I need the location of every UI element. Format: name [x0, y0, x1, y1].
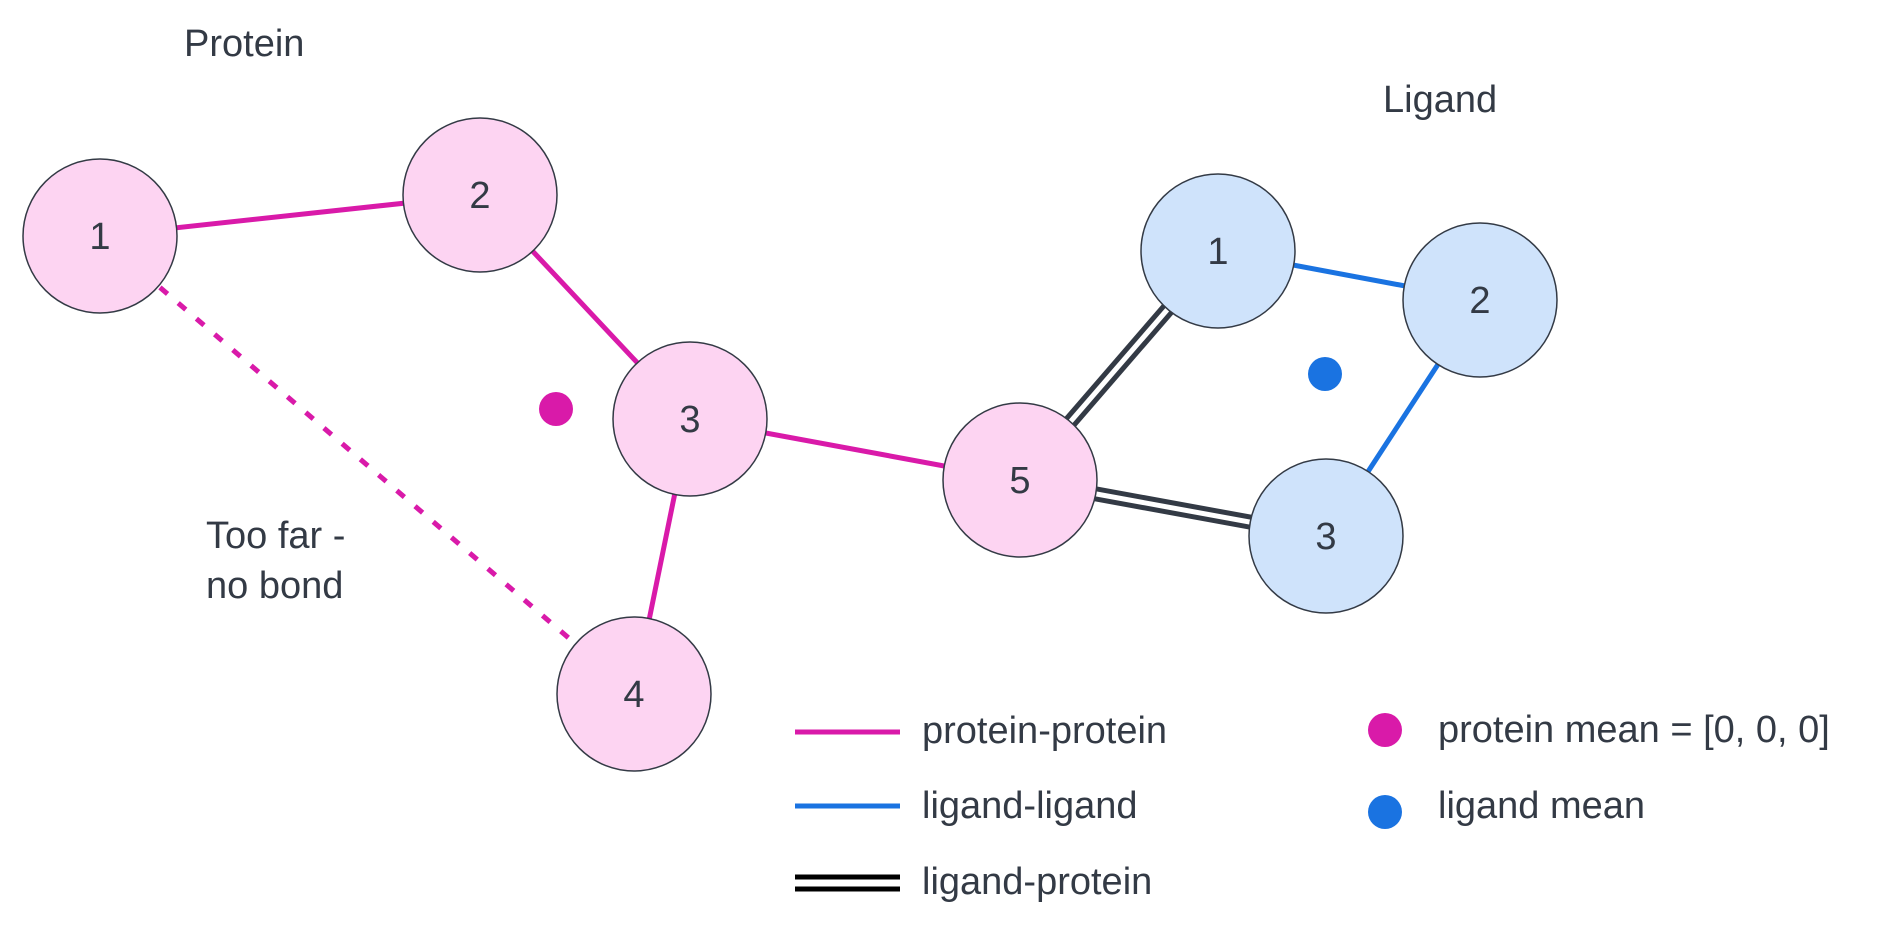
- ligand-node-2: 2: [1402, 222, 1558, 378]
- ligand-node-circle: [1402, 222, 1558, 378]
- ligand-node-circle: [1140, 173, 1296, 329]
- protein-node-label: 2: [469, 175, 490, 217]
- protein-title: Protein: [184, 23, 304, 65]
- legend-ligand-ligand-label: ligand-ligand: [922, 785, 1138, 827]
- ligand-node-label: 3: [1315, 516, 1336, 558]
- no-bond-annotation-line1: Too far -: [206, 515, 345, 557]
- protein-node-label: 1: [89, 216, 110, 258]
- ligand-node-1: 1: [1140, 173, 1296, 329]
- protein-node-circle: [556, 616, 712, 772]
- ligand-node-label: 2: [1469, 280, 1490, 322]
- legend-protein-protein-label: protein-protein: [922, 710, 1167, 752]
- ligand-node-3: 3: [1248, 458, 1404, 614]
- protein-node-2: 2: [402, 117, 558, 273]
- edge-p1-p4-no-bond: [158, 285, 576, 645]
- legend: protein-protein ligand-ligand ligand-pro…: [795, 709, 1830, 903]
- protein-node-3: 3: [612, 341, 768, 497]
- ligand-node-label: 1: [1207, 231, 1228, 273]
- protein-node-label: 3: [679, 399, 700, 441]
- protein-node-4: 4: [556, 616, 712, 772]
- legend-ligand-mean-label: ligand mean: [1438, 785, 1645, 827]
- protein-node-1: 1: [22, 158, 178, 314]
- no-bond-annotation-line2: no bond: [206, 565, 343, 607]
- protein-node-circle: [22, 158, 178, 314]
- protein-mean-marker: [539, 392, 573, 426]
- legend-protein-mean-swatch: [1368, 713, 1402, 747]
- means-layer: [539, 357, 1342, 426]
- protein-node-label: 4: [623, 674, 644, 716]
- legend-protein-mean-label: protein mean = [0, 0, 0]: [1438, 709, 1830, 751]
- ligand-node-circle: [1248, 458, 1404, 614]
- protein-node-circle: [612, 341, 768, 497]
- protein-node-circle: [402, 117, 558, 273]
- protein-node-circle: [942, 402, 1098, 558]
- protein-node-label: 5: [1009, 460, 1030, 502]
- legend-ligand-mean-swatch: [1368, 795, 1402, 829]
- ligand-title: Ligand: [1383, 79, 1497, 121]
- legend-ligand-protein-swatch: [795, 874, 900, 892]
- ligand-mean-marker: [1308, 357, 1342, 391]
- legend-ligand-protein-label: ligand-protein: [922, 861, 1152, 903]
- nodes-layer: 1 2 3 4 5 1 2 3: [22, 117, 1558, 772]
- protein-node-5: 5: [942, 402, 1098, 558]
